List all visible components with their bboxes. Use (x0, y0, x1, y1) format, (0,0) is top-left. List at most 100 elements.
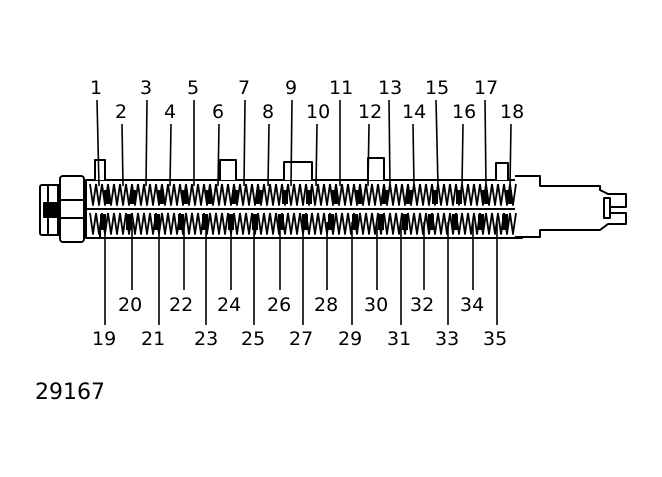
callout-leader-lines (96, 99, 512, 325)
spool-land-upper (256, 190, 262, 204)
spring-coil-upper (395, 183, 403, 206)
leader-line-top (315, 123, 318, 187)
callout-29: 29 (338, 328, 362, 350)
spring-coil-lower (107, 212, 115, 235)
spring-coil-lower (359, 212, 367, 235)
spring-coil-upper (215, 183, 223, 206)
leader-line-top (388, 99, 391, 187)
spring-coil-lower (269, 212, 277, 235)
spring-coil-lower (341, 212, 349, 235)
spring-coil-lower (437, 212, 445, 235)
spring-coil-lower (161, 212, 169, 235)
spring-coil-lower (239, 212, 247, 235)
spring-coil-upper (491, 183, 499, 206)
callout-32: 32 (410, 294, 434, 316)
spring-coil-lower (365, 212, 373, 235)
spool-land-upper (158, 190, 164, 204)
callout-5: 5 (187, 77, 199, 99)
spring-coil-lower (263, 212, 271, 235)
spring-coil-lower (335, 212, 343, 235)
spool-land-lower (378, 214, 384, 230)
spring-coil-upper (119, 183, 127, 206)
spring-coil-lower (89, 212, 97, 235)
spool-land-lower (100, 214, 106, 230)
spring-coil-lower (143, 212, 151, 235)
spring-coil-lower (413, 212, 421, 235)
callout-23: 23 (194, 328, 218, 350)
spring-coil-lower (215, 212, 223, 235)
spring-coil-upper (263, 183, 271, 206)
callout-24: 24 (217, 294, 241, 316)
spool-land-lower (352, 214, 358, 230)
spring-coil-upper (191, 183, 199, 206)
spring-coil-lower (509, 212, 517, 235)
spring-coil-lower (287, 212, 295, 235)
spring-coil-upper (347, 183, 355, 206)
spring-coil-lower (233, 212, 241, 235)
callout-26: 26 (267, 294, 291, 316)
callout-28: 28 (314, 294, 338, 316)
callout-13: 13 (378, 77, 402, 99)
spring-coil-lower (293, 212, 301, 235)
spring-coil-lower (407, 212, 415, 235)
spring-coil-lower (311, 212, 319, 235)
spring-coil-upper (389, 183, 397, 206)
spool-land-upper (432, 190, 438, 204)
leader-line-top (290, 99, 293, 187)
spring-coil-lower (443, 212, 451, 235)
callout-1: 1 (90, 77, 102, 99)
spring-coil-lower (221, 212, 229, 235)
callout-12: 12 (358, 101, 382, 123)
spool-land-lower (452, 214, 458, 230)
spool-land-upper (282, 190, 288, 204)
spring-coil-lower (389, 212, 397, 235)
spring-coil-upper (317, 183, 325, 206)
spring-coil-upper (371, 183, 379, 206)
spring-coil-upper (245, 183, 253, 206)
spool-land-upper (382, 190, 388, 204)
callout-6: 6 (212, 101, 224, 123)
leader-line-top (243, 99, 246, 187)
spring-coil-upper (425, 183, 433, 206)
callout-10: 10 (306, 101, 330, 123)
spring-coil-upper (89, 183, 97, 206)
spring-coil-upper (311, 183, 319, 206)
spring-coil-upper (173, 183, 181, 206)
spool-land-lower (126, 214, 132, 230)
spring-coil-lower (209, 212, 217, 235)
callout-35: 35 (483, 328, 507, 350)
spool-land-lower (202, 214, 208, 230)
spring-coil-lower (419, 212, 427, 235)
callout-8: 8 (262, 101, 274, 123)
callout-4: 4 (164, 101, 176, 123)
spool-land-upper (206, 190, 212, 204)
spool-land-upper (406, 190, 412, 204)
spring-coil-upper (287, 183, 295, 206)
spring-coil-upper (137, 183, 145, 206)
spool-land-upper (456, 190, 462, 204)
spring-coil-lower (185, 212, 193, 235)
callout-3: 3 (140, 77, 152, 99)
spring-coil-upper (197, 183, 205, 206)
spring-coil-lower (167, 212, 175, 235)
callout-21: 21 (141, 328, 165, 350)
spool-land-upper (104, 190, 110, 204)
leader-line-top (217, 123, 220, 187)
spring-coil-upper (467, 183, 475, 206)
spool-land-upper (130, 190, 136, 204)
spring-coil-upper (497, 183, 505, 206)
spool-land-upper (332, 190, 338, 204)
spring-coil-upper (473, 183, 481, 206)
spring-coil-upper (323, 183, 331, 206)
spring-coil-upper (95, 183, 103, 206)
spring-coil-lower (461, 212, 469, 235)
spool-land-upper (506, 190, 512, 204)
spool-land-upper (482, 190, 488, 204)
leader-line-top (121, 123, 124, 187)
spring-coil-lower (191, 212, 199, 235)
callout-2: 2 (115, 101, 127, 123)
spring-coil-upper (275, 183, 283, 206)
leader-line-top (484, 99, 487, 187)
left-nut (39, 175, 85, 243)
